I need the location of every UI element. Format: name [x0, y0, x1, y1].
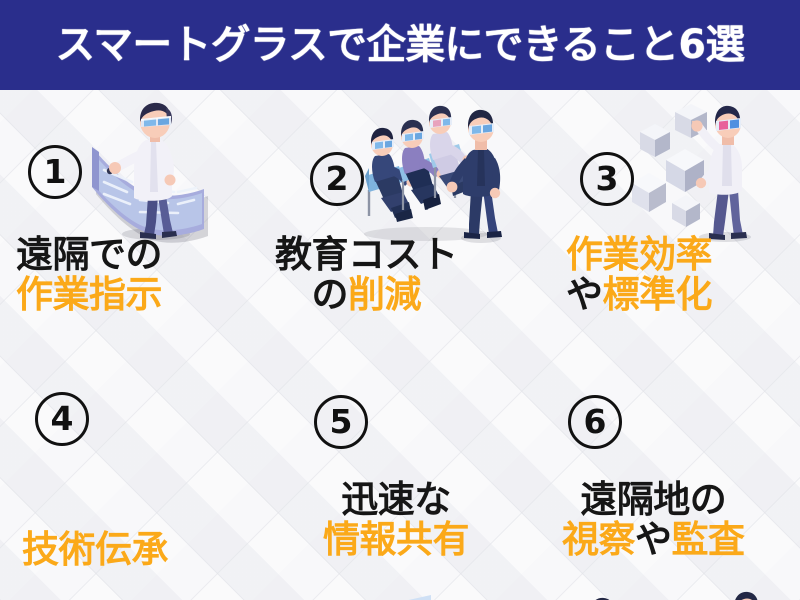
screen-panels-knowledge-transfer-illustration [92, 595, 252, 600]
labels-overlay: 1 2 3 4 5 6 遠隔での 作業指示 教育コスト の削減 作業効率 や標準… [0, 90, 800, 600]
caption-6-seg-3: や [635, 517, 672, 561]
caption-4-line-1: 技術伝承 [22, 528, 169, 571]
caption-3-line-1: 作業効率 [566, 233, 713, 276]
businessman-data-panels-illustration [367, 595, 517, 600]
globe-remote-inspection-illustration [548, 589, 788, 600]
number-badge-5-value: 5 [329, 401, 353, 441]
floating-cubes-efficiency-illustration [630, 94, 780, 244]
benefit-caption-2: 教育コスト の削減 [275, 235, 458, 315]
benefit-caption-4: 技術伝承 [22, 528, 169, 571]
benefit-caption-1: 遠隔での 作業指示 [16, 233, 163, 316]
benefit-cell-3 [534, 90, 800, 345]
caption-1-seg-1: 遠隔での [16, 233, 163, 276]
benefits-grid [0, 90, 800, 600]
number-badge-6: 6 [568, 395, 622, 449]
number-badge-6-value: 6 [583, 401, 607, 441]
number-badge-1-value: 1 [43, 151, 67, 191]
caption-6-seg-4: 監査 [671, 517, 746, 561]
caption-1-line-1: 遠隔での [16, 233, 163, 276]
benefit-cell-1 [0, 90, 267, 345]
page-title: スマートグラスで企業にできること6選 [55, 22, 745, 68]
caption-2-seg-3: 削減 [348, 272, 422, 316]
caption-5-line-2: 情報共有 [323, 517, 470, 561]
caption-3-line-2: や標準化 [566, 272, 713, 316]
number-badge-4: 4 [35, 392, 89, 446]
number-badge-1: 1 [28, 145, 82, 199]
caption-5-seg-2: 情報共有 [323, 517, 470, 561]
benefit-caption-6: 遠隔地の 視察や監査 [562, 480, 745, 560]
caption-3-seg-3: 標準化 [602, 272, 713, 316]
benefit-caption-3: 作業効率 や標準化 [566, 233, 713, 316]
caption-2-seg-2: の [311, 272, 349, 316]
caption-6-line-1: 遠隔地の [562, 480, 745, 520]
caption-5-seg-1: 迅速な [341, 478, 451, 521]
caption-4-seg-1: 技術伝承 [22, 528, 169, 571]
number-badge-4-value: 4 [50, 398, 74, 438]
benefit-cell-5 [267, 345, 534, 600]
caption-6-seg-2: 視察 [562, 517, 636, 561]
number-badge-2: 2 [310, 152, 364, 206]
caption-1-line-2: 作業指示 [16, 272, 163, 316]
benefit-caption-5: 迅速な 情報共有 [323, 480, 470, 561]
caption-5-line-1: 迅速な [323, 480, 469, 520]
caption-2-line-2: の削減 [275, 272, 458, 316]
number-badge-5: 5 [314, 395, 368, 449]
number-badge-3: 3 [580, 152, 634, 206]
remote-instruction-illustration [78, 92, 228, 243]
caption-2-line-1: 教育コスト [275, 235, 458, 275]
benefit-cell-2 [267, 90, 534, 345]
number-badge-2-value: 2 [325, 158, 349, 198]
caption-1-seg-2: 作業指示 [16, 272, 163, 316]
benefit-cell-6 [534, 345, 800, 600]
number-badge-3-value: 3 [595, 158, 619, 198]
caption-3-seg-1: 作業効率 [566, 233, 713, 276]
caption-2-seg-1: 教育コスト [275, 233, 458, 276]
caption-6-line-2: 視察や監査 [562, 517, 746, 561]
header-bar: スマートグラスで企業にできること6選 [0, 0, 800, 90]
vr-training-class-illustration [351, 94, 511, 244]
caption-6-seg-1: 遠隔地の [580, 478, 727, 521]
caption-3-seg-2: や [566, 272, 603, 316]
